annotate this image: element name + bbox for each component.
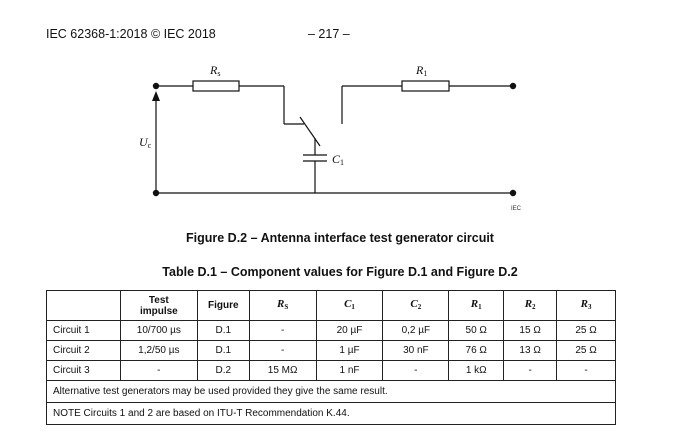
terminal-bottom-right (509, 189, 517, 197)
header-c2: C2 (382, 290, 450, 321)
header-page-number: – 217 – (308, 27, 350, 41)
resistor-rs (192, 80, 240, 92)
table-cell: - (556, 360, 616, 381)
table-cell: D.1 (196, 320, 250, 341)
figure-caption: Figure D.2 – Antenna interface test gene… (186, 231, 494, 245)
terminal-bottom-left (152, 189, 160, 197)
label-iec: IEC (511, 206, 522, 212)
table-cell: 1 µF (315, 340, 384, 361)
table-row: Circuit 1 10/700 µs D.1 - 20 µF 0,2 µF 5… (46, 320, 616, 341)
table-cell: - (119, 360, 198, 381)
table-cell: D.2 (196, 360, 250, 381)
switch-blade (299, 116, 321, 147)
table-cell: - (248, 320, 317, 341)
header-rs: RS (248, 290, 317, 321)
table-cell: Circuit 1 (46, 320, 121, 341)
table-note-row: NOTE Circuits 1 and 2 are based on ITU-T… (46, 402, 616, 425)
header-figure: Figure (196, 290, 250, 321)
table-cell: 20 µF (315, 320, 384, 341)
table-cell: 1 kΩ (448, 360, 505, 381)
header-r1: R1 (448, 290, 505, 321)
label-c1: C1 (332, 152, 344, 167)
label-r1: R1 (415, 63, 427, 78)
table-cell: 13 Ω (503, 340, 558, 361)
table-cell: 15 Ω (503, 320, 558, 341)
table-cell: 76 Ω (448, 340, 505, 361)
table-cell: D.1 (196, 340, 250, 361)
resistor-r1 (401, 80, 450, 92)
terminal-top-right (509, 82, 517, 90)
table-cell: 1 nF (315, 360, 384, 381)
header-blank (46, 290, 121, 321)
table-row: Circuit 2 1,2/50 µs D.1 - 1 µF 30 nF 76 … (46, 340, 616, 361)
table-cell: Circuit 2 (46, 340, 121, 361)
table-note-itu: NOTE Circuits 1 and 2 are based on ITU-T… (46, 402, 616, 425)
header-r3: R3 (556, 290, 616, 321)
table-cell: 0,2 µF (382, 320, 450, 341)
table-cell: - (382, 360, 450, 381)
antenna-test-circuit-diagram: Rs R1 Uc C1 IEC (139, 63, 522, 212)
table-cell: - (248, 340, 317, 361)
table-cell: 30 nF (382, 340, 450, 361)
table-cell: Circuit 3 (46, 360, 121, 381)
table-cell: 10/700 µs (119, 320, 198, 341)
table-cell: 25 Ω (556, 320, 616, 341)
header-c1: C1 (315, 290, 384, 321)
terminal-top-left (152, 82, 160, 90)
table-note-alternative: Alternative test generators may be used … (46, 380, 616, 403)
table-cell: - (503, 360, 558, 381)
header-standard: IEC 62368-1:2018 © IEC 2018 (46, 27, 216, 41)
header-r2: R2 (503, 290, 558, 321)
table-cell: 50 Ω (448, 320, 505, 341)
table-row: Circuit 3 - D.2 15 MΩ 1 nF - 1 kΩ - - (46, 360, 616, 381)
table-cell: 25 Ω (556, 340, 616, 361)
label-rs: Rs (209, 63, 220, 78)
table-cell: 15 MΩ (248, 360, 317, 381)
label-uc: Uc (139, 135, 152, 150)
table-caption: Table D.1 – Component values for Figure … (162, 265, 518, 279)
voltage-arrow-icon (152, 91, 160, 101)
table-cell: 1,2/50 µs (119, 340, 198, 361)
table-note-row: Alternative test generators may be used … (46, 380, 616, 403)
